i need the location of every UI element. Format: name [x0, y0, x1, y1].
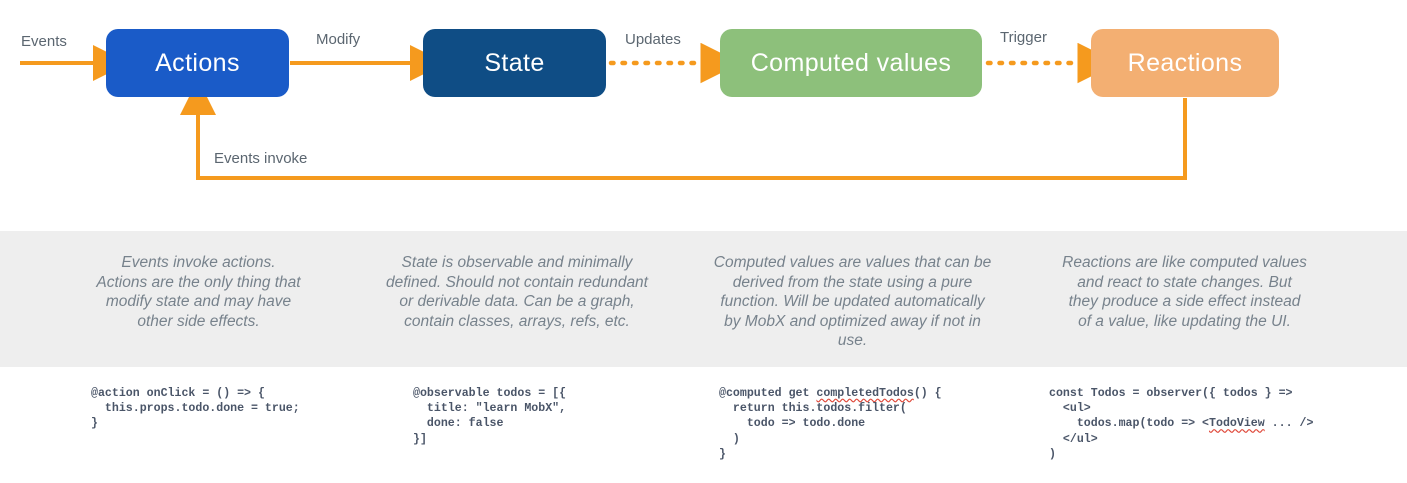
- edge-label-updates: Updates: [625, 31, 681, 48]
- edge-label-modify: Modify: [316, 31, 361, 48]
- code-band: @action onClick = () => { this.props.tod…: [0, 367, 1407, 483]
- node-reactions[interactable]: Reactions: [1091, 29, 1279, 97]
- edge-label-events-invoke: Events invoke: [214, 150, 308, 167]
- flow-connectors: [20, 42, 1187, 180]
- code-sample-observable: @observable todos = [{ title: "learn Mob…: [413, 387, 567, 446]
- node-computed-values[interactable]: Computed values: [720, 29, 982, 97]
- node-state[interactable]: State: [423, 29, 606, 97]
- description-computed: Computed values are values that can be d…: [713, 254, 992, 350]
- node-computed-values-label: Computed values: [750, 48, 952, 77]
- edge-label-events: Events: [21, 33, 67, 50]
- node-state-label: State: [484, 48, 545, 77]
- code-sample-observer: const Todos = observer({ todos } => <ul>…: [1049, 387, 1314, 461]
- node-actions[interactable]: Actions: [106, 29, 289, 97]
- edge-label-trigger: Trigger: [1000, 29, 1047, 46]
- description-band: Events invoke actions. Actions are the o…: [0, 231, 1407, 367]
- code-sample-action: @action onClick = () => { this.props.tod…: [91, 387, 300, 431]
- flow-diagram: Actions State Computed values Reactions …: [0, 0, 1407, 231]
- code-sample-computed: @computed get completedTodos() { return …: [719, 387, 942, 461]
- description-reactions: Reactions are like computed values and r…: [1062, 254, 1307, 330]
- arrow-events-invoke: [180, 79, 1187, 180]
- description-actions: Events invoke actions. Actions are the o…: [96, 254, 301, 330]
- node-actions-label: Actions: [155, 48, 240, 77]
- description-state: State is observable and minimally define…: [386, 254, 648, 330]
- node-reactions-label: Reactions: [1127, 48, 1243, 77]
